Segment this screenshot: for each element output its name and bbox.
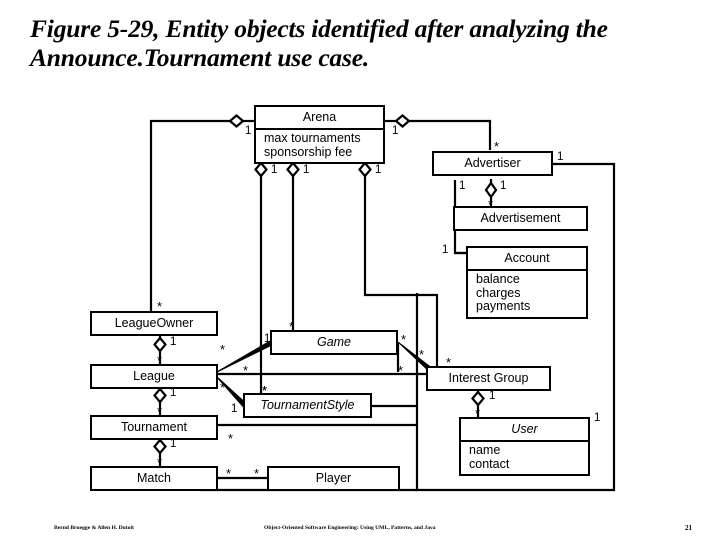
- aggregation-diamond-arena-left: [228, 114, 245, 128]
- class-name-advertiser: Advertiser: [464, 156, 521, 170]
- multiplicity-leagueowner-bottom: 1: [170, 336, 177, 348]
- class-name-match: Match: [136, 471, 172, 485]
- multiplicity-player-left: *: [254, 466, 260, 481]
- figure-title: Figure 5-29, Entity objects identified a…: [30, 14, 608, 72]
- attribute: payments: [476, 299, 531, 313]
- class-box-leagueowner[interactable]: LeagueOwner: [90, 311, 218, 336]
- multiplicity-league-bottom: 1: [170, 387, 177, 399]
- multiplicity-tournamentstyle-top: *: [262, 383, 268, 398]
- multiplicity-game-right-b: *: [419, 347, 425, 362]
- footer-book: Object-Oriented Software Engineering: Us…: [264, 525, 436, 531]
- multiplicity-game-top: *: [289, 319, 295, 334]
- class-box-account[interactable]: Account balance charges payments: [466, 246, 588, 319]
- multiplicity-arena-bottom-2: 1: [303, 164, 310, 176]
- aggregation-diamond-tournament-match: [153, 438, 167, 455]
- aggregation-diamond-arena-bottom-1: [254, 161, 268, 178]
- class-box-tournament[interactable]: Tournament: [90, 415, 218, 440]
- multiplicity-advertiser-bot-mid: 1: [500, 180, 507, 192]
- class-attributes-account: balance charges payments: [468, 269, 586, 317]
- multiplicity-arena-right: 1: [392, 125, 399, 137]
- multiplicity-advertiser-top: *: [494, 139, 500, 154]
- class-name-interestgroup: Interest Group: [448, 371, 529, 385]
- aggregation-diamond-leagueowner-league: [153, 336, 167, 353]
- multiplicity-interestgroup-bottom: 1: [489, 390, 496, 402]
- class-name-advertisement: Advertisement: [480, 211, 561, 225]
- attribute: balance: [476, 272, 520, 286]
- assoc-arena-interestgroup-branch: [363, 176, 439, 366]
- multiplicity-match-top: *: [157, 455, 163, 470]
- class-name-player: Player: [315, 471, 352, 485]
- multiplicity-game-right-c: *: [398, 363, 404, 378]
- aggregation-diamond-arena-bottom-2: [286, 161, 300, 178]
- class-name-leagueowner: LeagueOwner: [114, 316, 194, 330]
- class-box-match[interactable]: Match: [90, 466, 218, 491]
- multiplicity-tournamentstyle-left: 1: [231, 403, 238, 415]
- multiplicity-user-right: 1: [594, 412, 601, 424]
- assoc-arena-leagueowner: [149, 119, 232, 311]
- multiplicity-league-right-c: *: [220, 380, 226, 395]
- class-box-advertisement[interactable]: Advertisement: [453, 206, 588, 231]
- multiplicity-arena-bottom-1: 1: [271, 164, 278, 176]
- class-attributes-arena: max tournaments sponsorship fee: [256, 128, 383, 162]
- multiplicity-leagueowner-top: *: [157, 299, 163, 314]
- class-attributes-user: name contact: [461, 440, 588, 474]
- class-name-user: User: [511, 422, 538, 436]
- attribute: sponsorship fee: [264, 144, 353, 159]
- class-box-player[interactable]: Player: [267, 466, 400, 491]
- class-name-game: Game: [316, 335, 352, 349]
- footer-authors: Bernd Bruegge & Allen H. Dutoit: [54, 525, 134, 531]
- class-box-interestgroup[interactable]: Interest Group: [426, 366, 551, 391]
- aggregation-diamond-arena-right: [394, 114, 411, 128]
- attribute: charges: [476, 285, 521, 300]
- class-box-arena[interactable]: Arena max tournaments sponsorship fee: [254, 105, 385, 164]
- multiplicity-advertiser-bot-left: 1: [459, 180, 466, 192]
- class-box-tournamentstyle[interactable]: TournamentStyle: [243, 393, 372, 418]
- multiplicity-advertisement-top: *: [488, 197, 494, 212]
- multiplicity-tournament-top: *: [157, 404, 163, 419]
- multiplicity-league-right-b: *: [243, 363, 249, 378]
- class-box-game[interactable]: Game: [270, 330, 398, 355]
- aggregation-diamond-interestgroup-user: [471, 390, 485, 407]
- aggregation-diamond-league-tournament: [153, 387, 167, 404]
- multiplicity-tournament-bottom: 1: [170, 438, 177, 450]
- class-name-account: Account: [504, 251, 550, 265]
- multiplicity-user-top: *: [475, 406, 481, 421]
- class-name-arena: Arena: [302, 110, 337, 124]
- multiplicity-game-left: 1: [264, 333, 271, 345]
- multiplicity-match-right: *: [226, 466, 232, 481]
- class-name-tournamentstyle: TournamentStyle: [260, 398, 355, 412]
- multiplicity-game-right-a: *: [401, 332, 407, 347]
- aggregation-diamond-advertiser-advertisement: [484, 181, 498, 199]
- multiplicity-arena-left: 1: [245, 125, 252, 137]
- assoc-arena-advertiser: [407, 119, 492, 150]
- class-box-user[interactable]: User name contact: [459, 417, 590, 476]
- multiplicity-league-top: *: [157, 353, 163, 368]
- multiplicity-league-right-d: *: [262, 383, 268, 398]
- attribute: contact: [469, 456, 510, 471]
- class-name-league: League: [133, 369, 175, 383]
- attribute: max tournaments: [264, 131, 361, 145]
- class-name-tournament: Tournament: [120, 420, 187, 434]
- multiplicity-advertiser-right: 1: [557, 151, 564, 163]
- multiplicity-interestgroup-top: *: [446, 355, 452, 370]
- attribute: name: [469, 443, 501, 457]
- footer-page: 21: [685, 524, 692, 532]
- multiplicity-account-left: 1: [442, 244, 449, 256]
- aggregation-diamond-arena-bottom-3: [358, 161, 372, 178]
- multiplicity-league-right-a: *: [220, 342, 226, 357]
- multiplicity-tournament-right: *: [228, 431, 234, 446]
- class-box-league[interactable]: League: [90, 364, 218, 389]
- class-box-advertiser[interactable]: Advertiser: [432, 151, 553, 176]
- multiplicity-arena-bottom-3: 1: [375, 164, 382, 176]
